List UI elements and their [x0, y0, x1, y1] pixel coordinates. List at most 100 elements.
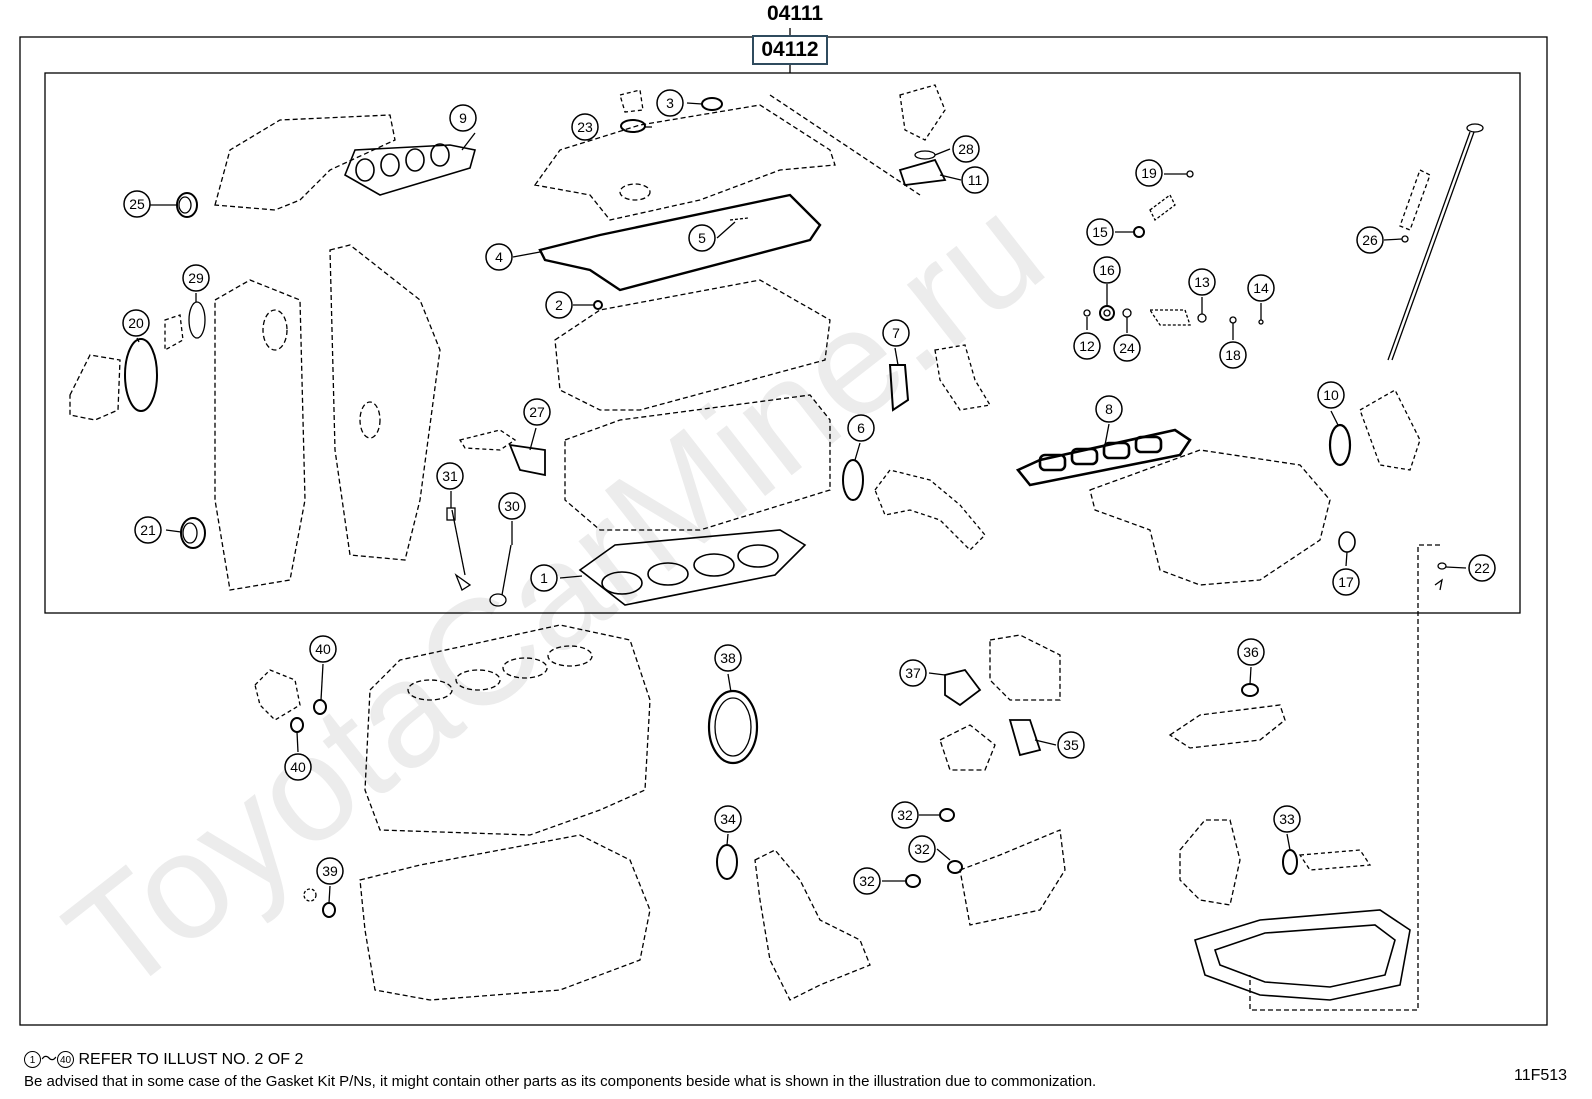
range-end-marker: 40 [57, 1051, 75, 1069]
oil-seal-21 [180, 517, 206, 549]
callout-label: 39 [322, 863, 338, 879]
gasket-11 [898, 158, 947, 186]
callout-label: 32 [897, 807, 913, 823]
callout-label: 13 [1194, 274, 1210, 290]
callout-7: 7 [882, 319, 910, 347]
callout-32: 32 [891, 801, 919, 829]
valve-31 [446, 507, 472, 591]
head-cover-drawing [533, 94, 921, 221]
callout-18: 18 [1219, 341, 1247, 369]
refer-note: 1～40 REFER TO ILLUST NO. 2 OF 2 [24, 1045, 303, 1069]
callout-label: 9 [459, 110, 467, 126]
callout-26: 26 [1356, 226, 1384, 254]
callout-19: 19 [1135, 159, 1163, 187]
callout-label: 28 [958, 141, 974, 157]
intake-manifold-drawing [1089, 449, 1331, 586]
outer-frame [19, 36, 1548, 1026]
callout-32: 32 [853, 867, 881, 895]
gasket-7 [888, 364, 910, 412]
callout-21: 21 [134, 516, 162, 544]
callout-label: 4 [495, 249, 503, 265]
callout-14: 14 [1247, 274, 1275, 302]
gasket-6 [842, 459, 864, 501]
callout-33: 33 [1273, 805, 1301, 833]
callout-40: 40 [284, 753, 312, 781]
callout-label: 33 [1279, 811, 1295, 827]
o-ring-29 [188, 301, 206, 339]
gasket-27 [508, 443, 546, 477]
inner-frame [44, 72, 1521, 614]
callout-36: 36 [1237, 638, 1265, 666]
callout-label: 35 [1063, 737, 1079, 753]
callout-label: 19 [1141, 165, 1157, 181]
gasket-17 [1338, 531, 1356, 553]
callout-12: 12 [1073, 332, 1101, 360]
callout-28: 28 [952, 135, 980, 163]
callout-label: 30 [504, 498, 520, 514]
gasket-35 [1008, 719, 1042, 757]
kit-part-number-top: 04111 [766, 2, 824, 25]
range-start-marker: 1 [24, 1051, 41, 1069]
callout-label: 6 [857, 420, 865, 436]
o-ring-20 [124, 338, 158, 412]
callout-label: 3 [666, 95, 674, 111]
callout-9: 9 [449, 104, 477, 132]
callout-10: 10 [1317, 381, 1345, 409]
intake-manifold-gasket [1015, 428, 1192, 487]
callout-label: 2 [555, 297, 563, 313]
callout-13: 13 [1188, 268, 1216, 296]
callout-32: 32 [908, 835, 936, 863]
callout-38: 38 [714, 644, 742, 672]
callout-label: 29 [188, 270, 204, 286]
callout-label: 7 [892, 325, 900, 341]
callout-23: 23 [571, 113, 599, 141]
oil-seal-25 [176, 192, 198, 218]
callout-label: 14 [1253, 280, 1269, 296]
callout-3: 3 [656, 89, 684, 117]
callout-label: 8 [1105, 401, 1113, 417]
callout-27: 27 [523, 398, 551, 426]
callout-label: 32 [914, 841, 930, 857]
exhaust-manifold-gasket [343, 143, 477, 196]
callout-label: 40 [290, 759, 306, 775]
callout-1: 1 [530, 564, 558, 592]
cylinder-block-drawing [359, 624, 651, 1001]
callout-label: 25 [129, 196, 145, 212]
callout-label: 38 [720, 650, 736, 666]
cylinder-head-gasket [578, 529, 807, 606]
exhaust-manifold-drawing [214, 114, 396, 211]
oil-pump-drawing [69, 354, 121, 421]
callout-6: 6 [847, 414, 875, 442]
callout-11: 11 [961, 166, 989, 194]
callout-label: 27 [529, 404, 545, 420]
callout-24: 24 [1113, 334, 1141, 362]
callout-label: 15 [1092, 224, 1108, 240]
callout-label: 5 [698, 230, 706, 246]
callout-label: 34 [720, 811, 736, 827]
callout-29: 29 [182, 264, 210, 292]
timing-chain-cover-drawing [214, 244, 441, 591]
valve-30 [489, 544, 512, 607]
gasket-37 [944, 668, 982, 707]
callout-8: 8 [1095, 395, 1123, 423]
o-ring-34 [716, 844, 738, 880]
callout-16: 16 [1093, 256, 1121, 284]
callout-label: 36 [1243, 644, 1259, 660]
callout-label: 18 [1225, 347, 1241, 363]
callout-label: 22 [1474, 560, 1490, 576]
callout-label: 24 [1119, 340, 1135, 356]
callout-label: 26 [1362, 232, 1378, 248]
gasket-10 [1328, 423, 1352, 467]
callout-40: 40 [309, 635, 337, 663]
callout-4: 4 [485, 243, 513, 271]
callout-39: 39 [316, 857, 344, 885]
dipstick-drawing [1387, 123, 1484, 361]
callout-label: 20 [128, 315, 144, 331]
callout-30: 30 [498, 492, 526, 520]
cylinder-head-drawing [554, 279, 831, 531]
callout-label: 32 [859, 873, 875, 889]
callout-label: 16 [1099, 262, 1115, 278]
